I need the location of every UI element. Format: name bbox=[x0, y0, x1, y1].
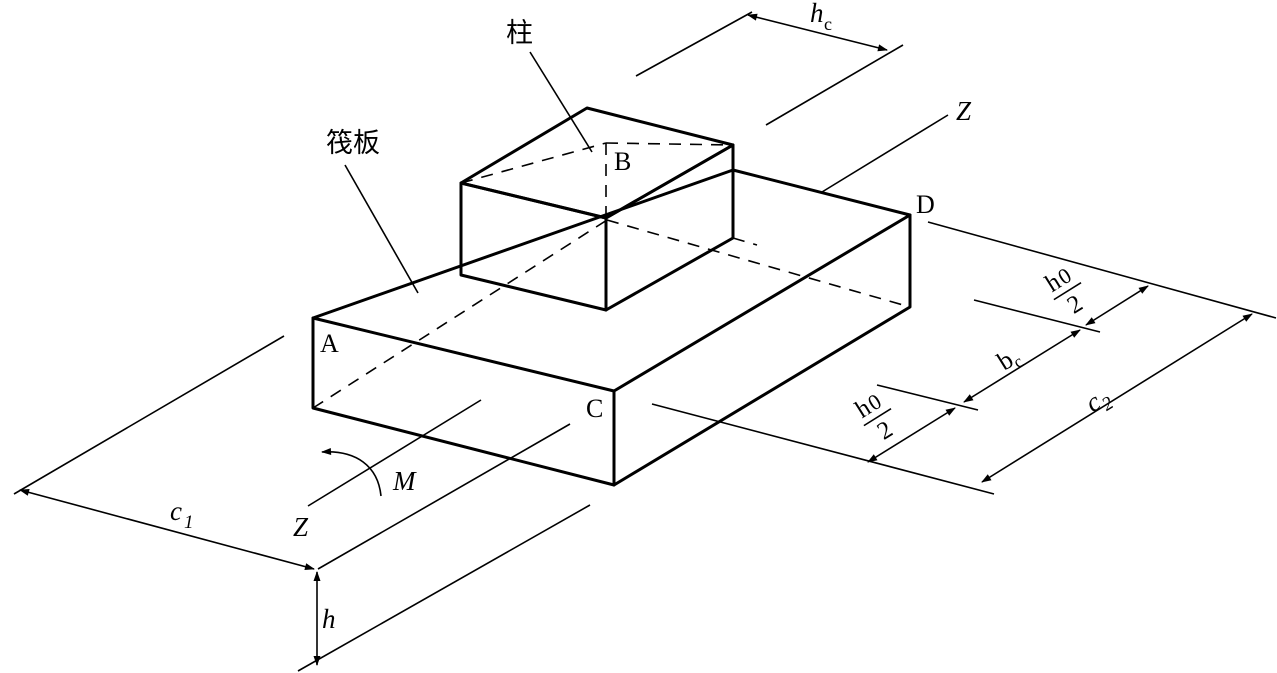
ext-hc-left bbox=[635, 11, 753, 77]
raft-slab bbox=[311, 168, 912, 487]
label-point-a: A bbox=[320, 329, 339, 358]
label-axis-z-top: Z bbox=[956, 96, 972, 126]
column-side-face bbox=[604, 143, 735, 312]
ext-c2-bottom bbox=[651, 403, 995, 495]
label-raft: 筏板 bbox=[326, 128, 380, 159]
dim-h0-bottom bbox=[867, 407, 956, 463]
dimension-lines bbox=[19, 13, 1253, 666]
hidden-ab bbox=[312, 219, 608, 409]
label-h0-top-den: 2 bbox=[1063, 290, 1088, 320]
dim-c2 bbox=[981, 313, 1253, 483]
label-h0-bottom-bar bbox=[863, 407, 892, 427]
leader-column bbox=[529, 51, 593, 153]
ext-c1-right bbox=[317, 423, 571, 570]
extension-lines bbox=[13, 11, 1277, 672]
label-axis-z-bottom: Z bbox=[293, 512, 309, 542]
dim-bc bbox=[963, 329, 1081, 403]
label-hc: h c bbox=[810, 0, 832, 34]
dim-hc bbox=[747, 13, 888, 52]
label-moment: M bbox=[392, 466, 417, 496]
hidden-edges bbox=[312, 142, 911, 409]
ext-h0-bottom-left bbox=[876, 384, 979, 411]
label-point-c: C bbox=[586, 394, 603, 423]
ext-c2-top bbox=[927, 221, 1277, 319]
ext-h-bottom bbox=[297, 504, 591, 672]
raft-side-face bbox=[612, 213, 912, 487]
ext-hc-right bbox=[765, 44, 904, 126]
label-hc-main: h bbox=[810, 0, 824, 28]
dim-h0-top bbox=[1085, 285, 1149, 326]
label-h0-bottom-den: 2 bbox=[873, 416, 898, 446]
label-c1: c 1 bbox=[170, 496, 194, 533]
label-bc: b c bbox=[992, 345, 1027, 376]
moment-arrow bbox=[321, 447, 382, 497]
leader-raft bbox=[344, 164, 419, 294]
ext-c1-left bbox=[13, 335, 285, 495]
label-h0-top-bar bbox=[1053, 281, 1082, 301]
label-c1-sub: 1 bbox=[184, 512, 194, 533]
label-h0-half-bottom: h 0 2 bbox=[851, 388, 898, 446]
column-top-face bbox=[459, 106, 735, 220]
label-h0-half-top: h 0 2 bbox=[1041, 262, 1088, 320]
dim-c1 bbox=[19, 488, 315, 571]
label-point-d: D bbox=[916, 190, 935, 219]
label-hc-sub: c bbox=[824, 14, 832, 34]
raft-front-face bbox=[311, 316, 616, 487]
label-point-b: B bbox=[614, 147, 631, 176]
label-h: h bbox=[322, 604, 336, 634]
label-column: 柱 bbox=[506, 18, 533, 49]
hidden-column-back-diag bbox=[460, 142, 607, 184]
column bbox=[459, 106, 735, 312]
hidden-bd bbox=[606, 219, 911, 308]
hidden-column-back-top bbox=[605, 142, 734, 146]
label-c1-main: c bbox=[170, 496, 182, 526]
column-front-face bbox=[459, 181, 608, 312]
axis-z-bottom bbox=[307, 399, 482, 507]
hidden-column-bottom-back bbox=[732, 237, 758, 246]
axis-z-top bbox=[821, 114, 949, 193]
